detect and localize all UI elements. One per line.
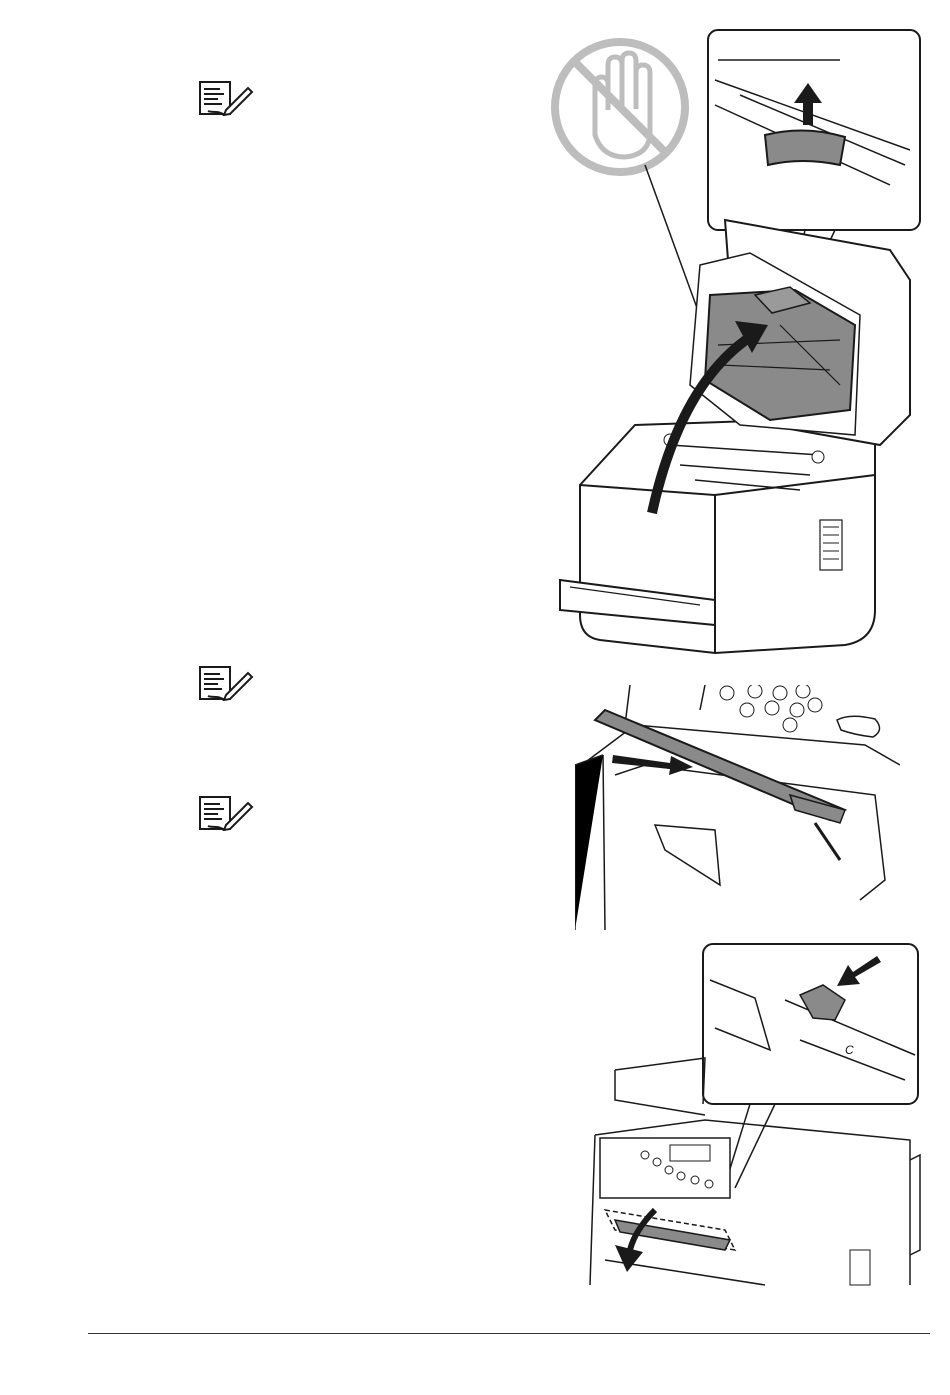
open-printer-top-illustration — [540, 25, 940, 660]
insert-part-illustration — [575, 685, 900, 930]
no-touch-hand-icon — [555, 42, 685, 172]
footer-rule — [88, 1333, 930, 1334]
note-pencil-icon — [198, 665, 260, 701]
note-pencil-icon — [198, 80, 260, 116]
detail-mark: C — [845, 1043, 854, 1057]
close-printer-illustration: C — [585, 940, 925, 1290]
note-pencil-icon — [198, 795, 260, 831]
